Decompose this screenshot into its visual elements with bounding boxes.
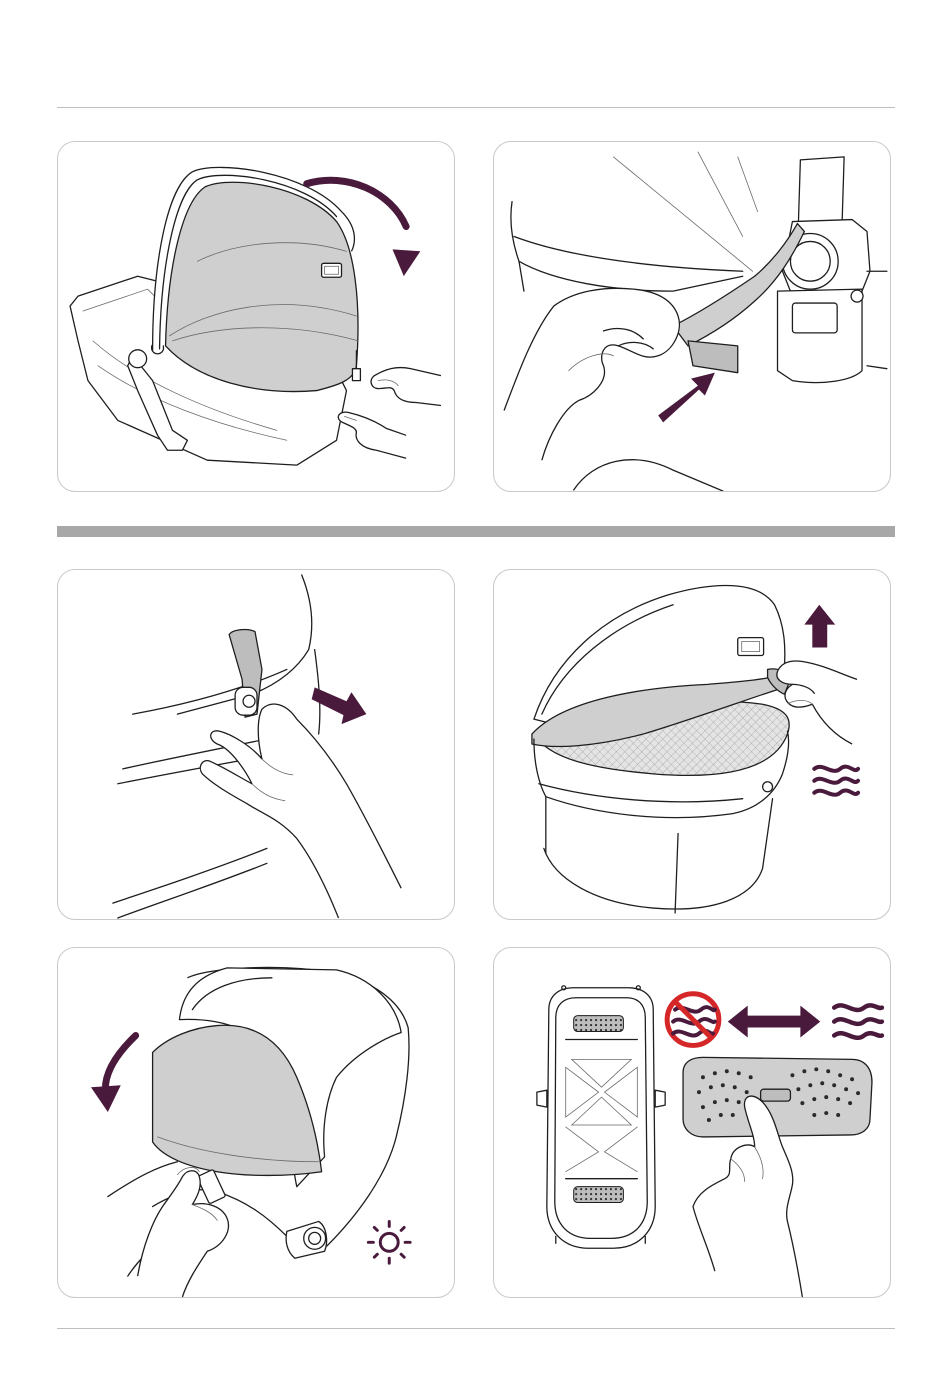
bottom-rule xyxy=(57,1328,895,1329)
curved-arrow-down-icon xyxy=(88,1033,138,1115)
panel-2-strap-insert xyxy=(493,141,891,492)
sun-icon xyxy=(368,1221,414,1267)
push-arrow-icon xyxy=(656,370,721,428)
panel-5-sun-visor xyxy=(57,947,455,1298)
panel-4-cover-removal xyxy=(493,569,891,920)
top-rule xyxy=(57,107,895,108)
wavy-lines-icon xyxy=(812,762,864,802)
wavy-lines-icon xyxy=(832,1000,886,1042)
panel-3-strap-release xyxy=(57,569,455,920)
no-wavy-icon xyxy=(666,992,722,1048)
up-arrow-icon xyxy=(804,602,840,650)
panel-6-ventilation-pad xyxy=(493,947,891,1298)
panel-1-canopy-attach xyxy=(57,141,455,492)
curved-arrow-down-icon xyxy=(303,172,428,282)
pull-arrow-icon xyxy=(310,685,372,730)
section-divider xyxy=(57,526,895,537)
double-arrow-icon xyxy=(728,1004,824,1040)
